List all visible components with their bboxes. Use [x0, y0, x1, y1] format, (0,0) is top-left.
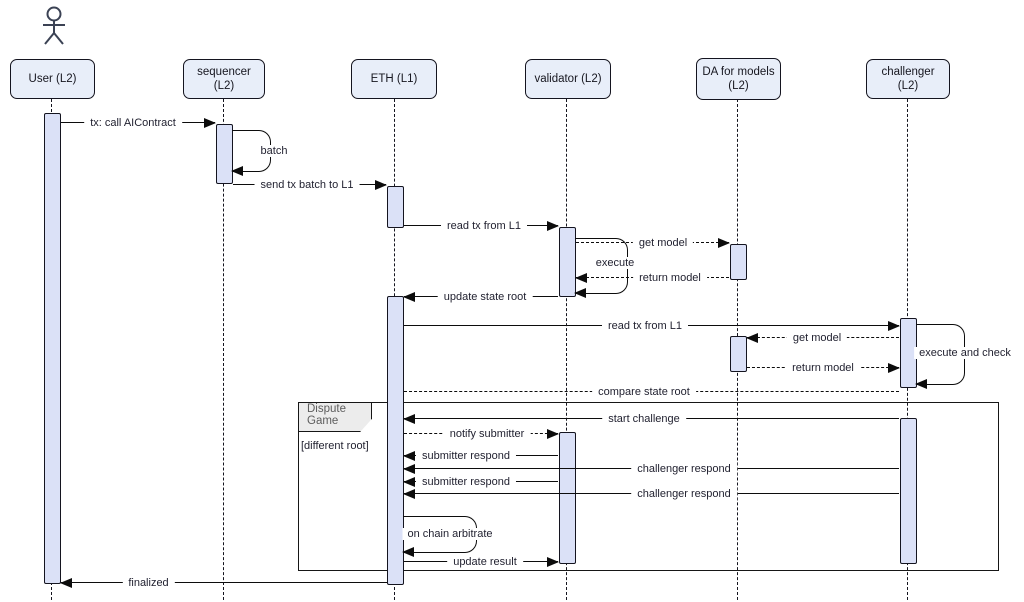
dispute-game-frame: [298, 402, 999, 571]
message-start-challenge: start challenge: [403, 410, 899, 428]
dispute-game-frame-title: Dispute Game: [298, 402, 372, 432]
participant-challenger: challenger (L2): [866, 59, 950, 99]
participant-challenger-label: challenger (L2): [881, 65, 935, 92]
message-label: challenger respond: [631, 463, 737, 475]
actor-icon: [43, 6, 65, 45]
participant-validator-label: validator (L2): [534, 72, 602, 85]
message-label: challenger respond: [631, 488, 737, 500]
self-message-execute-and-check: execute and check: [914, 324, 1016, 390]
message-label: update result: [447, 556, 523, 568]
message-notify-submitter: notify submitter: [404, 425, 559, 443]
participant-da-label: DA for models (L2): [702, 65, 775, 92]
participant-eth-label: ETH (L1): [370, 72, 418, 85]
message-read-tx-validator: read tx from L1: [404, 217, 559, 235]
activation-eth-1: [386, 186, 404, 228]
message-return-model-validator: return model: [575, 269, 729, 287]
frame-title-text: Dispute Game: [307, 403, 346, 427]
message-label: send tx batch to L1: [254, 179, 360, 191]
self-message-on-chain-arbitrate: on chain arbitrate: [402, 516, 498, 558]
message-label: finalized: [122, 577, 175, 589]
message-label: tx: call AIContract: [84, 117, 182, 129]
activation-da-2: [729, 336, 747, 372]
participant-eth: ETH (L1): [351, 59, 437, 99]
participant-da: DA for models (L2): [696, 58, 781, 100]
message-label: execute: [590, 257, 640, 269]
activation-validator-2: [558, 432, 576, 564]
message-label: get model: [632, 237, 694, 249]
message-return-model-challenger: return model: [747, 359, 900, 377]
message-finalized: finalized: [59, 574, 387, 592]
message-label: submitter respond: [415, 450, 517, 462]
message-send-tx-batch: send tx batch to L1: [233, 176, 387, 194]
self-message-execute: execute: [574, 238, 640, 299]
message-get-model-challenger: get model: [746, 329, 899, 347]
message-submitter-respond-2: submitter respond: [403, 473, 558, 491]
message-label: notify submitter: [443, 428, 531, 440]
participant-validator: validator (L2): [525, 59, 611, 99]
activation-validator-1: [558, 227, 576, 297]
message-label: batch: [255, 145, 293, 157]
message-label: get model: [786, 332, 848, 344]
lifeline-validator: [566, 99, 568, 600]
message-label: return model: [633, 272, 707, 284]
message-read-tx-challenger: read tx from L1: [404, 317, 900, 335]
message-label: read tx from L1: [441, 220, 527, 232]
message-label: start challenge: [602, 413, 686, 425]
message-label: read tx from L1: [602, 320, 688, 332]
dispute-game-condition: [different root]: [301, 440, 369, 452]
message-challenger-respond-2: challenger respond: [403, 485, 899, 503]
participant-sequencer: sequencer (L2): [183, 59, 265, 99]
message-label: execute and check: [914, 347, 1016, 359]
self-message-batch: batch: [231, 130, 293, 177]
activation-challenger-2: [899, 418, 917, 564]
activation-sequencer: [215, 124, 233, 184]
participant-user: User (L2): [10, 59, 95, 99]
message-compare-state-root: compare state root: [404, 383, 899, 401]
message-tx-call-aicontract: tx: call AIContract: [61, 114, 216, 132]
activation-da-1: [729, 244, 747, 280]
message-label: on chain arbitrate: [402, 528, 498, 540]
message-update-result: update result: [404, 553, 559, 571]
participant-user-label: User (L2): [28, 72, 77, 85]
message-submitter-respond-1: submitter respond: [403, 447, 558, 465]
activation-eth-2: [386, 296, 404, 585]
activation-user: [43, 113, 61, 584]
message-label: return model: [786, 362, 860, 374]
message-get-model-validator: get model: [576, 234, 730, 252]
message-update-state-root: update state root: [403, 288, 558, 306]
lifeline-sequencer: [223, 99, 225, 600]
participant-sequencer-label: sequencer (L2): [197, 65, 251, 92]
message-label: update state root: [437, 291, 533, 303]
message-challenger-respond-1: challenger respond: [403, 460, 899, 478]
message-label: submitter respond: [415, 476, 517, 488]
message-label: compare state root: [592, 386, 696, 398]
